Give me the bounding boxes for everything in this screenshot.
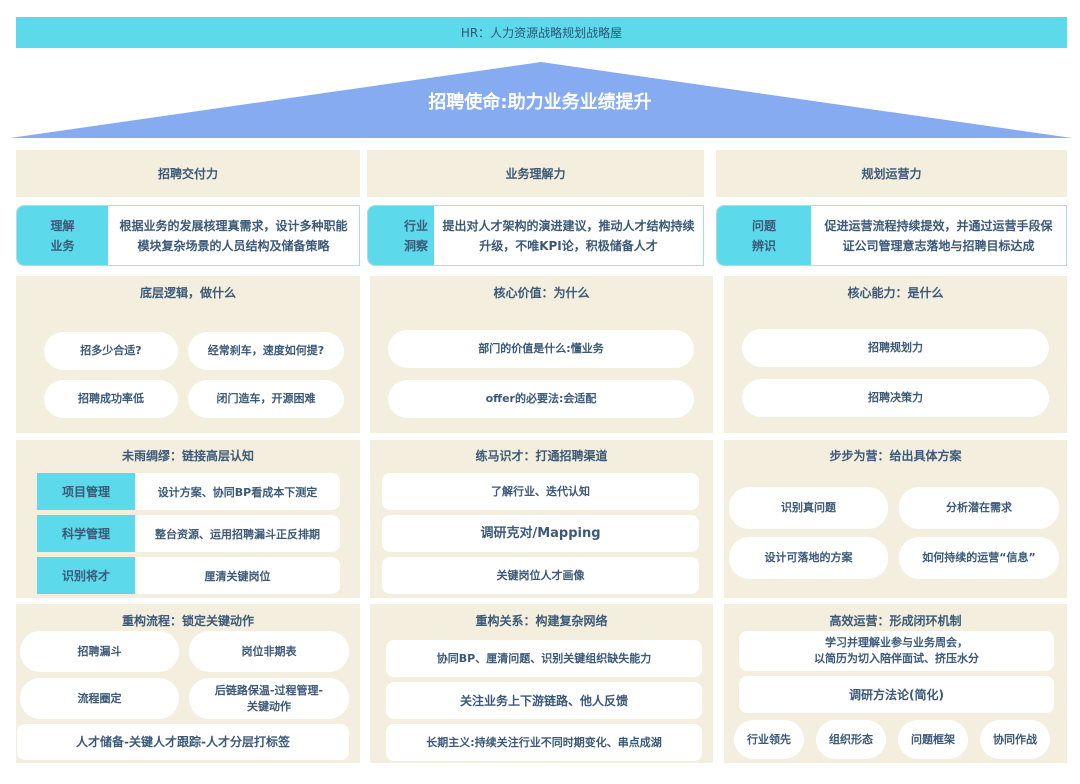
box-item: 长期主义:持续关注行业不同时期变化、串点成湖 xyxy=(386,724,702,761)
definition-problem-identification: 问题 辨识 促进运营流程持续提效，并通过运营手段保证公司管理意志落地与招聘目标达… xyxy=(716,205,1067,266)
pill-line: 后链路保温-过程管理- xyxy=(214,683,324,697)
desc-line: 根据业务的发展核理真需求，设计多种职能 xyxy=(119,218,348,233)
row-label: 项目管理 xyxy=(37,473,135,510)
pill-line: 关键动作 xyxy=(247,699,291,713)
definition-industry-insight: 行业 洞察 提出对人才架构的演进建议，推动人才结构持续升级，不唯KPI论，积极储… xyxy=(367,205,704,266)
mission-title: 招聘使命:助力业务业绩提升 xyxy=(428,92,652,113)
page-title-banner: HR：人力资源战略规划战略屋 xyxy=(16,17,1067,48)
pill-item: 招聘规划力 xyxy=(742,329,1049,367)
roof-triangle xyxy=(10,62,1072,138)
box-item: 了解行业、迭代认知 xyxy=(382,473,699,510)
panel-title: 步步为营：给出具体方案 xyxy=(829,449,962,463)
pill-item: 招聘成功率低 xyxy=(44,380,178,418)
tag-line: 问题 xyxy=(751,218,776,233)
column-header-operations: 规划运营力 xyxy=(716,150,1067,197)
box-item: 协同BP、厘清问题、识别关键组织缺失能力 xyxy=(386,640,702,677)
pill-item: 后链路保温-过程管理- 关键动作 xyxy=(189,678,349,719)
box-item: 关注业务上下游链路、他人反馈 xyxy=(386,682,702,719)
pill-item: 协同作战 xyxy=(980,720,1050,759)
panel-title: 核心能力：是什么 xyxy=(847,286,944,300)
pill-item: 闭门造车，开源困难 xyxy=(188,380,344,418)
box-item: 关键岗位人才画像 xyxy=(382,557,699,594)
panel-core-capability: 核心能力：是什么 招聘规划力 招聘决策力 xyxy=(724,276,1067,433)
panel-bottom-logic: 底层逻辑，做什么 招多少合适? 经常刹车，速度如何提? 招聘成功率低 闭门造车，… xyxy=(16,276,360,433)
row-label: 科学管理 xyxy=(37,515,135,552)
panel-title: 重构流程：锁定关键动作 xyxy=(121,614,254,628)
page-title: HR：人力资源战略规划战略屋 xyxy=(460,26,623,40)
pill-item: 部门的价值是什么:懂业务 xyxy=(388,330,694,368)
panel-forward-planning: 未雨绸缪：链接高层认知 项目管理 设计方案、协同BP看成本下测定 科学管理 整台… xyxy=(16,440,360,598)
pill-item: 经常刹车，速度如何提? xyxy=(188,332,344,370)
desc-line: 提出对人才架构的演进建议，推动人才结构持续 xyxy=(442,218,695,233)
row-label: 识别将才 xyxy=(37,557,135,594)
definition-desc: 促进运营流程持续提效，并通过运营手段保证公司管理意志落地与招聘目标达成 xyxy=(811,206,1066,265)
pill-item: offer的必要法:会适配 xyxy=(388,380,694,418)
tag-line: 行业 xyxy=(403,218,428,233)
row-identify-talent: 识别将才 厘清关键岗位 xyxy=(37,557,340,594)
pill-item: 分析潜在需求 xyxy=(899,487,1059,529)
panel-efficient-operations: 高效运营：形成闭环机制 学习并理解业参与业务周会， 以简历为切入陪伴面试、挤压水… xyxy=(724,604,1067,763)
definition-understand-business: 理解 业务 根据业务的发展核理真需求，设计多种职能模块复杂场景的人员结构及储备策… xyxy=(16,205,360,266)
panel-title: 核心价值：为什么 xyxy=(493,286,590,300)
desc-line: 模块复杂场景的人员结构及储备策略 xyxy=(137,238,330,253)
tag-line: 理解 xyxy=(50,218,75,233)
pill-item: 招聘决策力 xyxy=(742,379,1049,417)
box-line: 学习并理解业参与业务周会， xyxy=(825,636,968,649)
definition-desc: 提出对人才架构的演进建议，推动人才结构持续升级，不唯KPI论，积极储备人才 xyxy=(434,206,703,265)
panel-title: 高效运营：形成闭环机制 xyxy=(829,614,962,628)
box-line: 以简历为切入陪伴面试、挤压水分 xyxy=(814,652,979,665)
pill-item: 岗位非期表 xyxy=(189,631,349,672)
panel-restructure-process: 重构流程：锁定关键动作 招聘漏斗 岗位非期表 流程圈定 后链路保温-过程管理- … xyxy=(16,604,360,763)
panel-core-value: 核心价值：为什么 部门的价值是什么:懂业务 offer的必要法:会适配 xyxy=(370,276,713,433)
panel-title: 练马识才：打通招聘渠道 xyxy=(475,449,608,463)
column-header-label: 规划运营力 xyxy=(861,167,922,181)
panel-concrete-plan: 步步为营：给出具体方案 识别真问题 分析潜在需求 设计可落地的方案 如何持续的运… xyxy=(724,440,1067,598)
pill-item: 问题框架 xyxy=(898,720,968,759)
panel-title: 重构关系：构建复杂网络 xyxy=(475,614,608,628)
column-header-label: 招聘交付力 xyxy=(157,167,218,181)
panel-recruitment-channels: 练马识才：打通招聘渠道 了解行业、迭代认知 调研克对/Mapping 关键岗位人… xyxy=(370,440,713,598)
pill-item: 设计可落地的方案 xyxy=(729,537,888,579)
panel-restructure-relations: 重构关系：构建复杂网络 协同BP、厘清问题、识别关键组织缺失能力 关注业务上下游… xyxy=(370,604,713,763)
column-header-delivery: 招聘交付力 xyxy=(16,150,360,197)
pill-item: 行业领先 xyxy=(734,720,804,759)
pill-item: 如何持续的运营“信息” xyxy=(899,537,1059,579)
desc-line: 促进运营流程持续提效，并通过运营手段保 xyxy=(824,218,1053,233)
desc-line: 升级，不唯KPI论，积极储备人才 xyxy=(479,238,658,253)
definition-tag: 行业 洞察 xyxy=(368,206,434,265)
panel-title: 未雨绸缪：链接高层认知 xyxy=(121,449,254,463)
row-value: 设计方案、协同BP看成本下测定 xyxy=(135,473,340,510)
definition-desc: 根据业务的发展核理真需求，设计多种职能模块复杂场景的人员结构及储备策略 xyxy=(108,206,359,265)
pill-item: 组织形态 xyxy=(816,720,886,759)
pill-item: 招多少合适? xyxy=(44,332,178,370)
definition-tag: 理解 业务 xyxy=(17,206,108,265)
box-item: 调研克对/Mapping xyxy=(382,515,699,552)
pill-item: 招聘漏斗 xyxy=(20,631,179,672)
tag-line: 辨识 xyxy=(751,238,776,253)
box-item: 学习并理解业参与业务周会， 以简历为切入陪伴面试、挤压水分 xyxy=(739,631,1054,671)
column-header-business: 业务理解力 xyxy=(367,150,704,197)
definition-tag: 问题 辨识 xyxy=(717,206,811,265)
box-item: 人才储备-关键人才跟踪-人才分层打标签 xyxy=(17,724,349,760)
pill-item: 识别真问题 xyxy=(729,487,888,529)
row-project-management: 项目管理 设计方案、协同BP看成本下测定 xyxy=(37,473,340,510)
panel-title: 底层逻辑，做什么 xyxy=(139,286,236,300)
tag-line: 洞察 xyxy=(403,238,428,253)
desc-line: 证公司管理意志落地与招聘目标达成 xyxy=(842,238,1035,253)
row-value: 厘清关键岗位 xyxy=(135,557,340,594)
row-value: 整台资源、运用招聘漏斗正反排期 xyxy=(135,515,340,552)
box-item: 调研方法论(简化) xyxy=(739,676,1054,713)
column-header-label: 业务理解力 xyxy=(505,167,566,181)
tag-line: 业务 xyxy=(50,238,75,253)
pill-item: 流程圈定 xyxy=(20,678,179,719)
row-scientific-management: 科学管理 整台资源、运用招聘漏斗正反排期 xyxy=(37,515,340,552)
